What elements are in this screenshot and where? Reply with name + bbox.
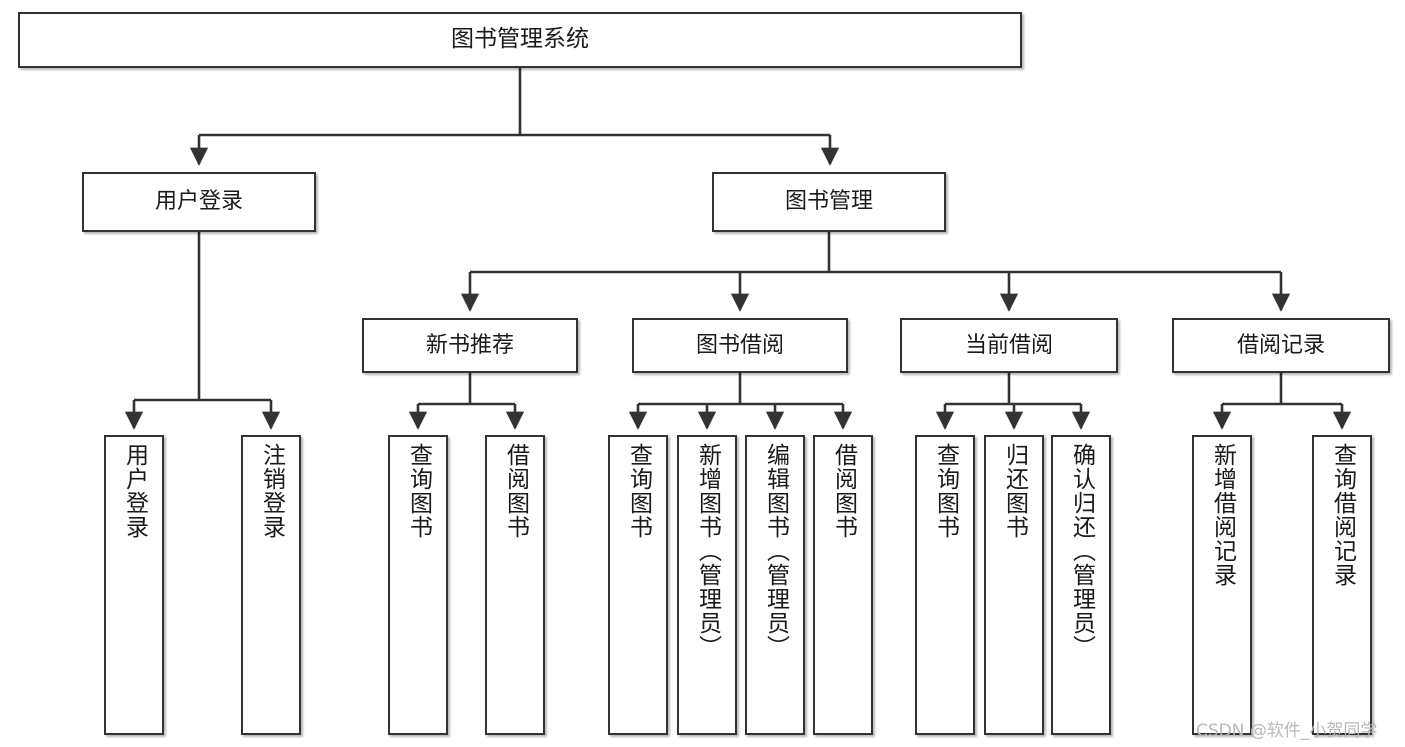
node-book-management[interactable]: 图书管理 [712,172,946,232]
node-leaf-query-book-borrow[interactable]: 查询图书 [608,435,668,735]
node-leaf-query-borrow-record[interactable]: 查询借阅记录 [1312,435,1372,735]
node-leaf-return-book-label: 归还图书 [1001,443,1028,539]
node-new-book-recommend[interactable]: 新书推荐 [362,318,578,373]
node-leaf-add-borrow-record-label: 新增借阅记录 [1209,443,1236,587]
node-book-borrow[interactable]: 图书借阅 [632,318,848,373]
node-leaf-confirm-return-admin[interactable]: 确认归还（管理员） [1051,435,1111,735]
node-leaf-add-book-admin[interactable]: 新增图书（管理员） [677,435,737,735]
node-leaf-confirm-return-admin-label: 确认归还（管理员） [1068,443,1095,659]
node-book-borrow-label: 图书借阅 [695,332,784,358]
node-leaf-add-borrow-record[interactable]: 新增借阅记录 [1192,435,1252,735]
node-leaf-logout-login[interactable]: 注销登录 [241,435,301,735]
node-leaf-query-book-recommend-label: 查询图书 [405,443,432,539]
node-leaf-query-book-borrow-label: 查询图书 [625,443,652,539]
node-leaf-borrow-book-recommend-label: 借阅图书 [502,443,529,539]
node-leaf-query-book-current-label: 查询图书 [932,443,959,539]
node-user-login[interactable]: 用户登录 [82,172,316,232]
node-borrow-record[interactable]: 借阅记录 [1172,318,1390,373]
node-new-book-recommend-label: 新书推荐 [425,332,514,358]
node-leaf-query-book-recommend[interactable]: 查询图书 [388,435,448,735]
node-leaf-logout-login-label: 注销登录 [258,443,285,539]
node-leaf-edit-book-admin-label: 编辑图书（管理员） [762,443,789,659]
node-leaf-user-login-label: 用户登录 [121,443,148,539]
node-leaf-borrow-book-recommend[interactable]: 借阅图书 [485,435,545,735]
watermark: CSDN @软件_小贺同学 [1196,721,1378,741]
node-leaf-borrow-book-label: 借阅图书 [830,443,857,539]
node-leaf-return-book[interactable]: 归还图书 [984,435,1044,735]
node-leaf-query-borrow-record-label: 查询借阅记录 [1329,443,1356,587]
node-root[interactable]: 图书管理系统 [18,12,1022,68]
node-current-borrow[interactable]: 当前借阅 [900,318,1118,373]
node-leaf-edit-book-admin[interactable]: 编辑图书（管理员） [745,435,805,735]
node-current-borrow-label: 当前借阅 [964,332,1053,358]
node-book-management-label: 图书管理 [784,189,873,215]
node-leaf-borrow-book[interactable]: 借阅图书 [813,435,873,735]
node-leaf-user-login[interactable]: 用户登录 [104,435,164,735]
node-user-login-label: 用户登录 [154,189,243,215]
node-root-label: 图书管理系统 [451,26,589,53]
node-borrow-record-label: 借阅记录 [1236,332,1325,358]
node-leaf-query-book-current[interactable]: 查询图书 [915,435,975,735]
node-leaf-add-book-admin-label: 新增图书（管理员） [694,443,721,659]
